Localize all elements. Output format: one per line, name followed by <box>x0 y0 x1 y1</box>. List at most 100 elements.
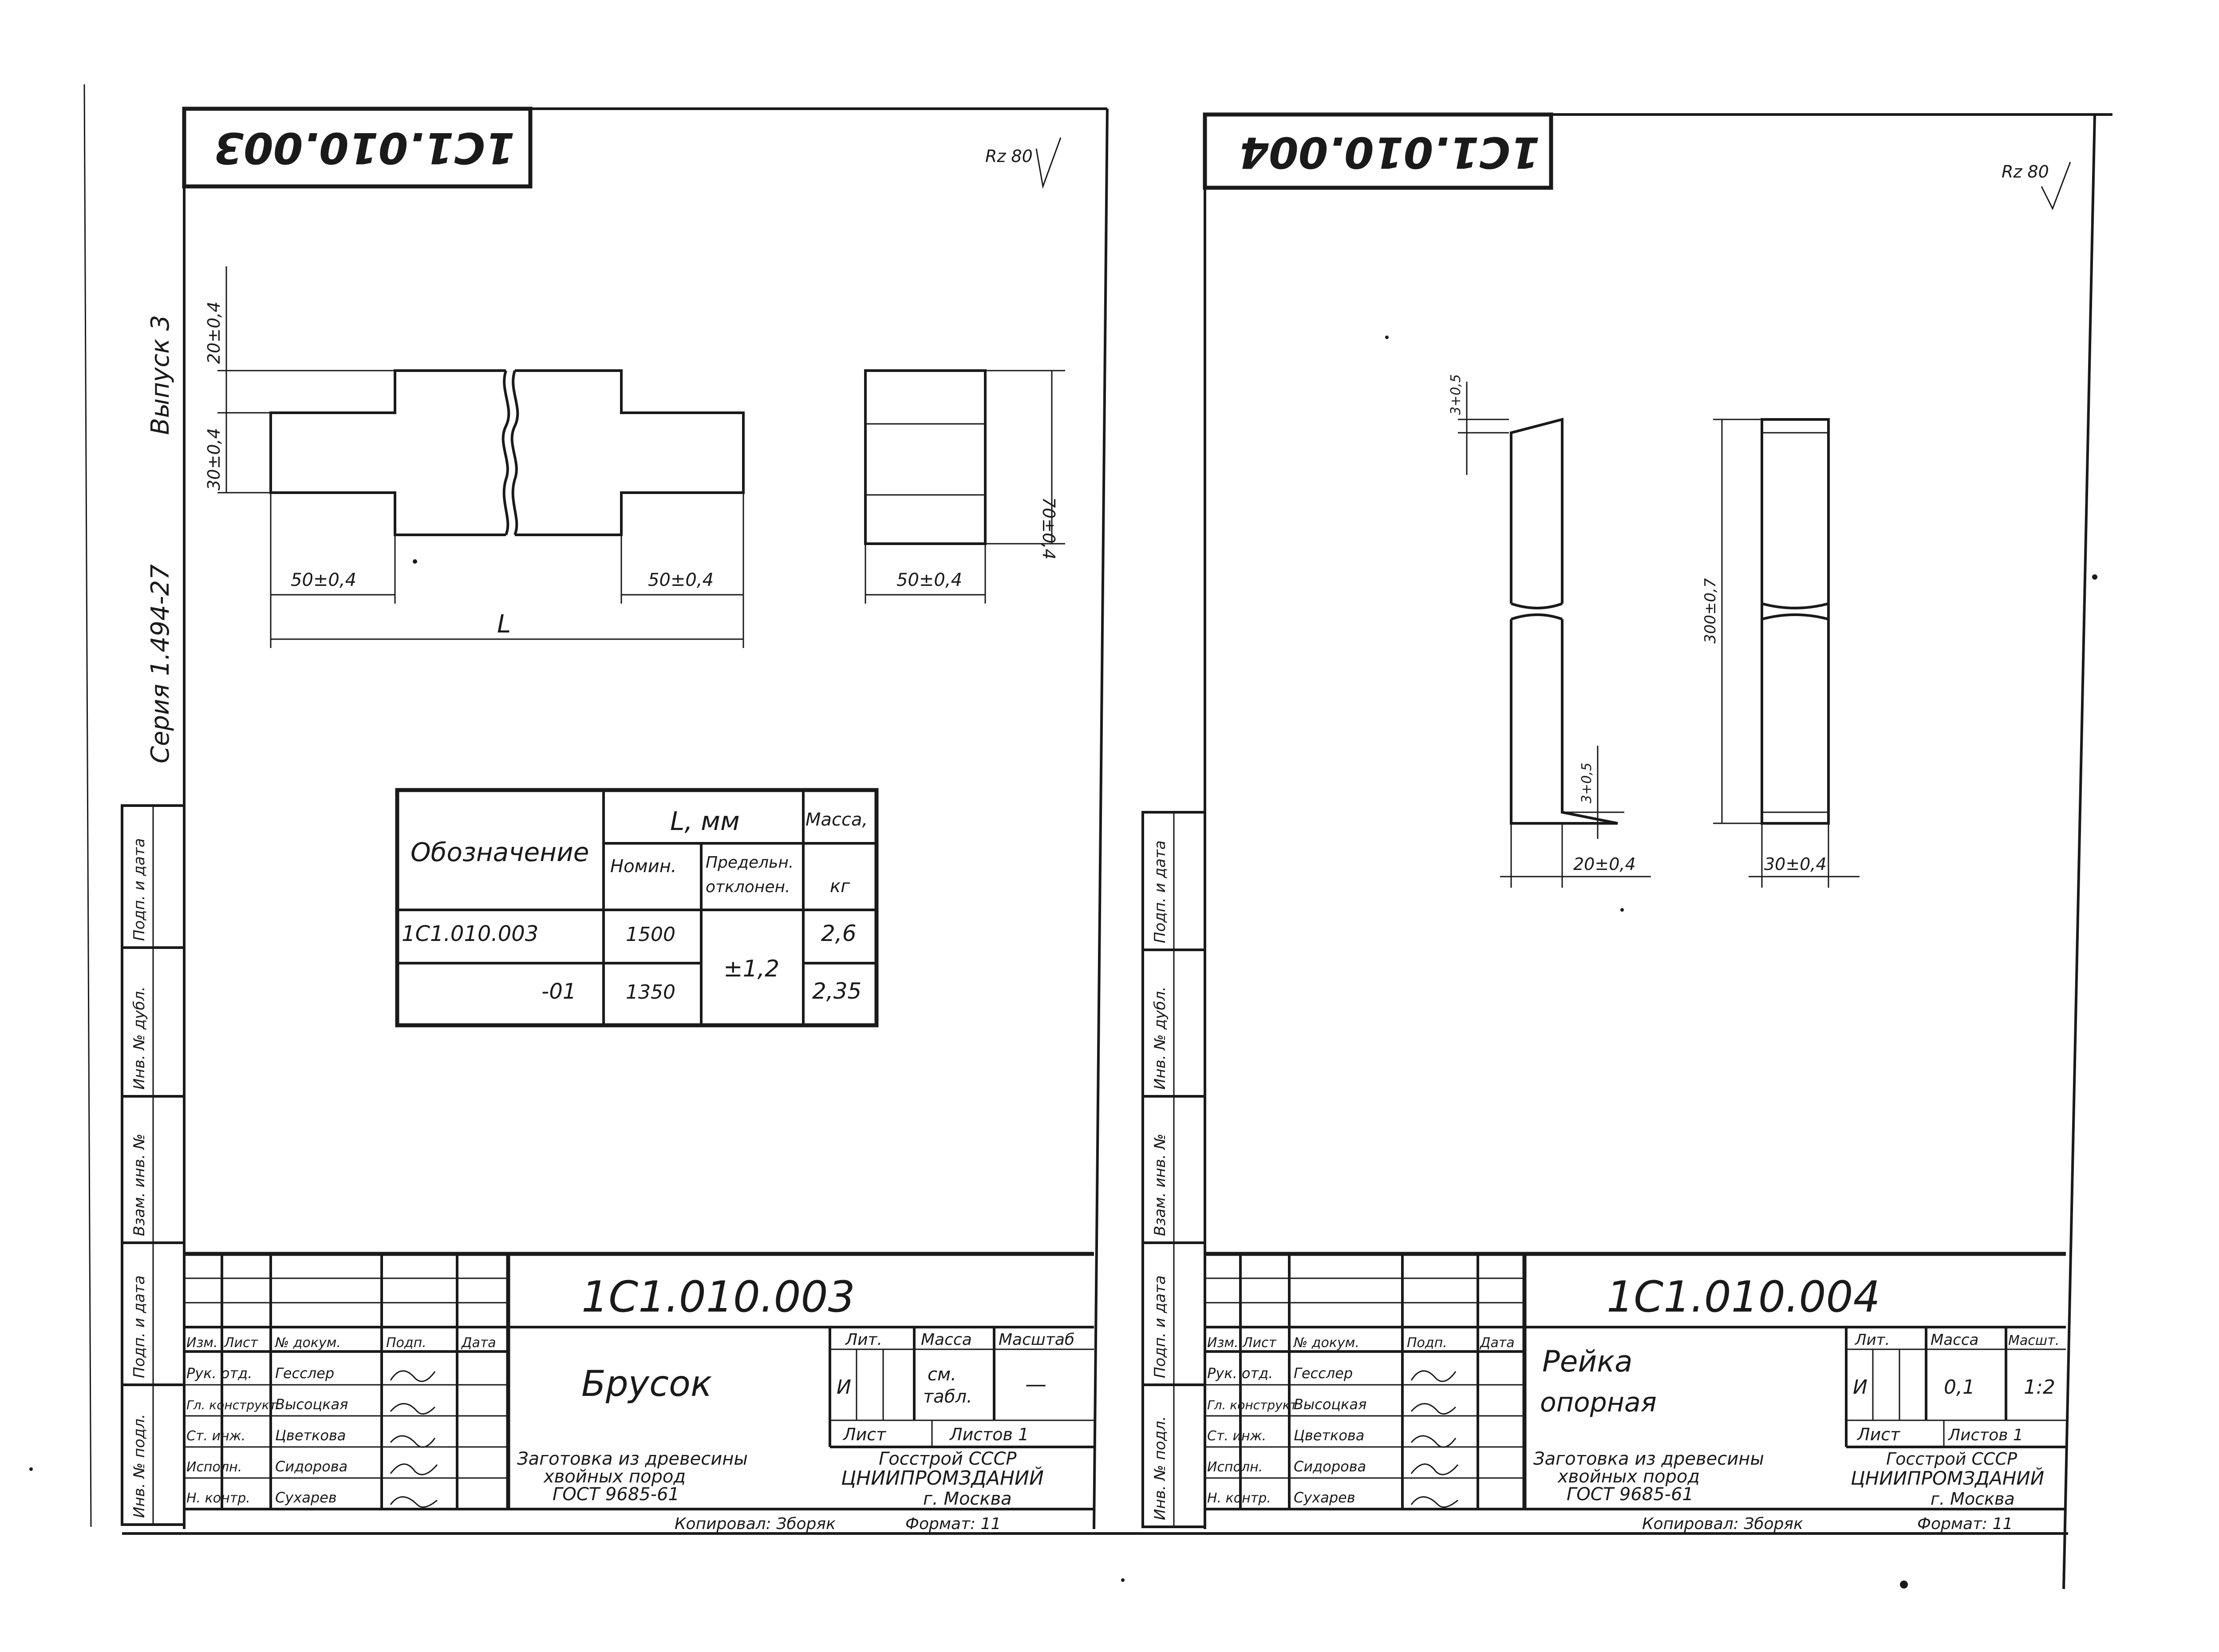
dim-50-right: 50±0,4 <box>648 570 714 590</box>
right-tb-person-1: Гесслер <box>1294 1365 1353 1382</box>
right-side-view <box>1761 418 1830 825</box>
right-corner-code-box: 1С1.010.004 <box>1203 112 1553 190</box>
right-tb-scale: 1:2 <box>2024 1376 2055 1399</box>
right-tb-material-1: Заготовка из древесины <box>1533 1449 1764 1469</box>
left-signatures <box>390 1370 438 1508</box>
left-tb-material-3: ГОСТ 9685-61 <box>553 1484 679 1505</box>
table-h-deviation-1: Предельн. <box>706 854 794 872</box>
left-tb-col-1: Изм. <box>186 1335 218 1351</box>
right-roughness-mark: Rz 80 <box>2002 162 2071 210</box>
right-tb-lit: И <box>1853 1376 1868 1399</box>
right-tb-col-5: Дата <box>1479 1335 1515 1351</box>
right-tb-name-2: опорная <box>1540 1387 1657 1418</box>
left-tb-org-1: Госстрой СССР <box>879 1449 1017 1469</box>
left-tb-org-2: ЦНИИПРОМЗДАНИЙ <box>841 1466 1044 1490</box>
right-binding-strip: Подп. и дата Инв. № дубл. Взам. инв. № П… <box>1141 811 1206 1528</box>
right-corner-code: 1С1.010.004 <box>1239 127 1540 177</box>
left-tb-role-3: Ст. инж. <box>186 1428 245 1444</box>
dim-50-side: 50±0,4 <box>896 570 962 590</box>
dim-300: 300±0,7 <box>1702 578 1719 644</box>
side-cell-5: Инв. № подл. <box>130 1414 148 1518</box>
left-tb-person-2: Высоцкая <box>275 1396 348 1413</box>
r-side-cell-3: Взам. инв. № <box>1151 1134 1169 1236</box>
dim-3a: 3+0,5 <box>1448 374 1464 415</box>
right-tb-person-5: Сухарев <box>1294 1489 1355 1506</box>
right-tb-org-3: г. Москва <box>1931 1489 2015 1509</box>
right-signatures <box>1410 1370 1459 1508</box>
left-tb-material-1: Заготовка из древесины <box>517 1449 748 1469</box>
right-tb-material-3: ГОСТ 9685-61 <box>1567 1484 1694 1505</box>
table-h-L: L, мм <box>670 806 740 836</box>
dim-50-left: 50±0,4 <box>291 570 356 590</box>
left-main-view <box>269 369 745 536</box>
side-cell-1: Подп. и дата <box>130 838 148 941</box>
left-tb-person-4: Сидорова <box>275 1458 347 1475</box>
left-tb-name: Брусок <box>581 1363 712 1404</box>
dim-30: 30±0,4 <box>204 428 224 490</box>
svg-text:Rz 80: Rz 80 <box>2002 162 2049 182</box>
right-tb-name-1: Рейка <box>1542 1344 1633 1379</box>
right-tb-sheet: Лист <box>1856 1425 1901 1444</box>
right-tb-h-mass: Масса <box>1931 1331 1978 1349</box>
right-tb-org-1: Госстрой СССР <box>1886 1449 2017 1469</box>
designation-table: Обозначение L, мм Номин. Предельн. откло… <box>395 788 879 1028</box>
left-binding-strip: Подп. и дата Инв. № дубл. Взам. инв. № П… <box>121 804 186 1526</box>
right-tb-person-2: Высоцкая <box>1294 1396 1366 1413</box>
left-tb-role-1: Рук. отд. <box>186 1365 252 1382</box>
right-tb-col-3: № докум. <box>1293 1335 1359 1351</box>
left-tb-role-5: Н. контр. <box>186 1490 250 1506</box>
right-tb-material-2: хвойных пород <box>1557 1466 1700 1487</box>
left-tb-person-1: Гесслер <box>275 1365 334 1382</box>
left-tb-code: 1С1.010.003 <box>581 1272 855 1322</box>
table-h-kg: кг <box>830 876 850 897</box>
r-side-cell-4: Подп. и дата <box>1151 1275 1169 1378</box>
left-side-view: 70±0,4 50±0,4 <box>864 369 1065 604</box>
scan-specks <box>29 336 2097 1589</box>
table-deviation: ±1,2 <box>723 956 779 982</box>
left-tb-col-5: Дата <box>461 1335 496 1351</box>
r-side-cell-2: Инв. № дубл. <box>1151 986 1169 1090</box>
right-front-view <box>1510 418 1618 825</box>
right-tb-role-3: Ст. инж. <box>1207 1428 1266 1444</box>
left-tb-person-5: Сухарев <box>275 1489 337 1506</box>
side-cell-4: Подп. и дата <box>130 1275 148 1378</box>
right-tb-col-2: Лист <box>1242 1335 1277 1351</box>
left-title-block: 1С1.010.003 Брусок Заготовка из древесин… <box>184 1252 1094 1533</box>
right-tb-code: 1С1.010.004 <box>1607 1272 1880 1322</box>
left-tb-role-2: Гл. конструкт. <box>186 1398 280 1412</box>
table-row-2-mass: 2,35 <box>812 978 861 1004</box>
left-tb-org-3: г. Москва <box>923 1489 1012 1509</box>
issue-label: Выпуск 3 <box>146 315 175 435</box>
right-tb-col-4: Подп. <box>1407 1335 1447 1351</box>
right-tb-org-2: ЦНИИПРОМЗДАНИЙ <box>1851 1467 2044 1489</box>
left-tb-lit: И <box>837 1376 851 1399</box>
right-tb-sheets: Листов 1 <box>1947 1426 2023 1444</box>
left-roughness-mark: Rz 80 <box>985 137 1062 189</box>
left-tb-copied: Копировал: Зборяк <box>675 1515 836 1533</box>
left-tb-format: Формат: 11 <box>905 1515 1001 1533</box>
dim-L: L <box>497 610 511 639</box>
left-tb-col-4: Подп. <box>386 1335 426 1351</box>
right-tb-h-scale: Масшт. <box>2008 1333 2059 1348</box>
sheet-borders <box>83 84 2112 1589</box>
dim-20-right: 20±0,4 <box>1573 854 1636 874</box>
left-main-dimensions: 20±0,4 30±0,4 50±0,4 50±0,4 L <box>204 266 744 648</box>
left-tb-person-3: Цветкова <box>275 1427 346 1444</box>
side-cell-3: Взам. инв. № <box>130 1134 148 1236</box>
left-tb-h-mass: Масса <box>921 1331 972 1349</box>
table-h-designation: Обозначение <box>411 837 589 867</box>
side-cell-2: Инв. № дубл. <box>130 986 148 1090</box>
left-tb-col-2: Лист <box>224 1335 259 1351</box>
right-tb-person-3: Цветкова <box>1294 1427 1364 1444</box>
svg-text:Rz 80: Rz 80 <box>985 146 1033 166</box>
left-tb-sheets: Листов 1 <box>949 1425 1029 1444</box>
dim-70: 70±0,4 <box>1039 497 1058 560</box>
series-label: Серия 1.494-27 <box>146 564 175 763</box>
table-row-1-mass: 2,6 <box>821 921 857 946</box>
left-tb-scale: — <box>1025 1372 1046 1397</box>
right-tb-mass: 0,1 <box>1944 1376 1975 1399</box>
right-tb-role-1: Рук. отд. <box>1207 1365 1273 1382</box>
r-side-cell-5: Инв. № подл. <box>1151 1416 1169 1520</box>
left-tb-material-2: хвойных пород <box>543 1466 686 1487</box>
